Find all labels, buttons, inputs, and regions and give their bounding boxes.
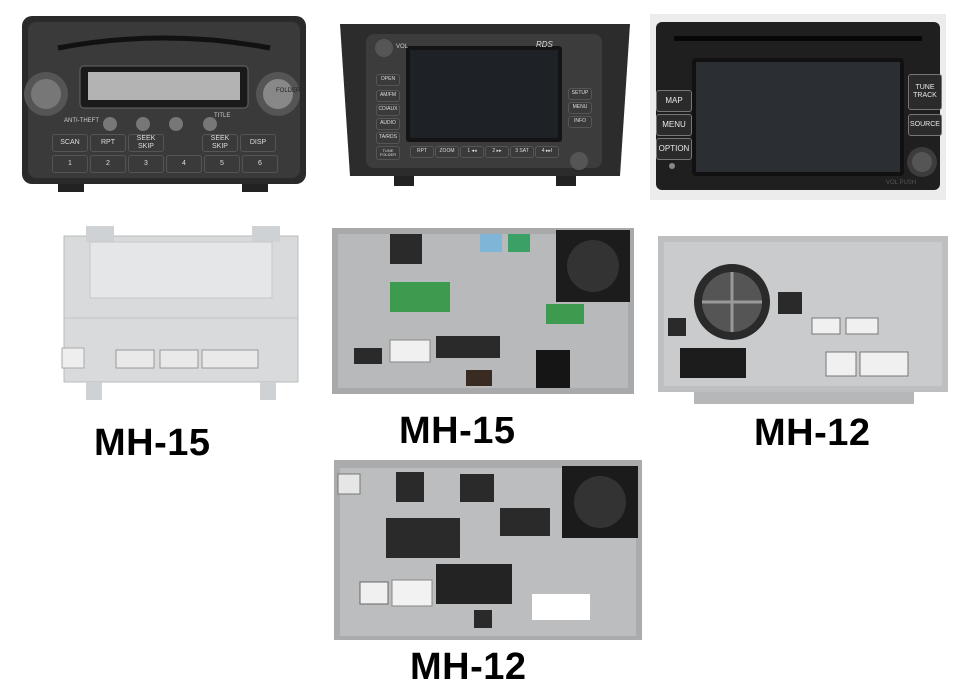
radio3-button-tune-track: TUNE TRACK bbox=[908, 74, 942, 110]
radio1-anti-theft-text: ANTI-THEFT bbox=[64, 118, 99, 124]
photo-radio-front-3: MAP MENU OPTION TUNE TRACK SOURCE VOL PU… bbox=[650, 14, 946, 200]
radio-front-2-drawing bbox=[340, 24, 630, 186]
radio1-preset-3: 3 bbox=[128, 155, 164, 173]
radio1-preset-4: 4 bbox=[166, 155, 202, 173]
unit-back-2-drawing bbox=[332, 228, 634, 394]
radio1-button-disp: DISP bbox=[240, 134, 276, 152]
radio2-button-info: INFO bbox=[568, 116, 592, 128]
radio2-button-tards: TA/RDS bbox=[376, 132, 400, 144]
label-unit-3: MH-12 bbox=[754, 412, 871, 454]
unit-back-4-drawing bbox=[334, 460, 642, 640]
radio2-button-cdaux: CD/AUX bbox=[376, 104, 400, 116]
radio1-preset-5: 5 bbox=[204, 155, 240, 173]
radio2-button-preset-1: 1 ◂◂ bbox=[460, 146, 484, 158]
unit-back-3-drawing bbox=[658, 236, 948, 404]
radio3-button-option: OPTION bbox=[656, 138, 692, 160]
radio1-folder-text: FOLDER bbox=[276, 88, 301, 94]
radio1-preset-6: 6 bbox=[242, 155, 278, 173]
radio3-button-menu: MENU bbox=[656, 114, 692, 136]
radio1-preset-2: 2 bbox=[90, 155, 126, 173]
photo-unit-back-1 bbox=[56, 218, 306, 404]
radio2-button-zoom: ZOOM bbox=[435, 146, 459, 158]
radio2-button-preset-2: 2 ▸▸ bbox=[485, 146, 509, 158]
unit-back-1-drawing bbox=[61, 226, 299, 400]
photo-radio-front-1: SCAN RPT SEEK SKIP SEEK SKIP DISP 1 2 3 … bbox=[18, 14, 310, 194]
radio2-brand-text: RDS bbox=[536, 40, 553, 49]
radio3-button-map: MAP bbox=[656, 90, 692, 112]
label-unit-1: MH-15 bbox=[94, 422, 211, 464]
radio3-button-source: SOURCE bbox=[908, 114, 942, 136]
radio1-button-seek-down: SEEK SKIP bbox=[128, 134, 164, 152]
photo-unit-back-3 bbox=[654, 232, 950, 408]
radio2-button-menu: MENU bbox=[568, 102, 592, 114]
radio-front-3-drawing bbox=[650, 14, 946, 200]
label-unit-2: MH-15 bbox=[399, 410, 516, 452]
radio2-button-open: OPEN bbox=[376, 74, 400, 86]
radio1-button-scan: SCAN bbox=[52, 134, 88, 152]
radio2-button-audio: AUDIO bbox=[376, 118, 400, 130]
radio2-button-preset-4: 4 ▸▸I bbox=[535, 146, 559, 158]
radio2-button-amfm: AM/FM bbox=[376, 90, 400, 102]
radio3-vol-text: VOL PUSH bbox=[886, 180, 917, 186]
radio2-button-preset-3: 3 SAT bbox=[510, 146, 534, 158]
photo-unit-back-4 bbox=[334, 460, 642, 640]
radio2-button-tune-folder: TUNE FOLDER bbox=[376, 146, 400, 160]
radio2-button-setup: SETUP bbox=[568, 88, 592, 100]
radio1-preset-1: 1 bbox=[52, 155, 88, 173]
label-unit-4: MH-12 bbox=[410, 646, 527, 688]
photo-unit-back-2 bbox=[332, 224, 634, 396]
radio1-title-text: TITLE bbox=[214, 113, 231, 119]
radio2-button-rpt: RPT bbox=[410, 146, 434, 158]
radio1-button-seek-up: SEEK SKIP bbox=[202, 134, 238, 152]
radio2-vol-text: VOL bbox=[396, 44, 409, 50]
radio1-button-rpt: RPT bbox=[90, 134, 126, 152]
photo-radio-front-2: RDS VOL OPEN AM/FM CD/AUX AUDIO TA/RDS T… bbox=[336, 18, 634, 190]
